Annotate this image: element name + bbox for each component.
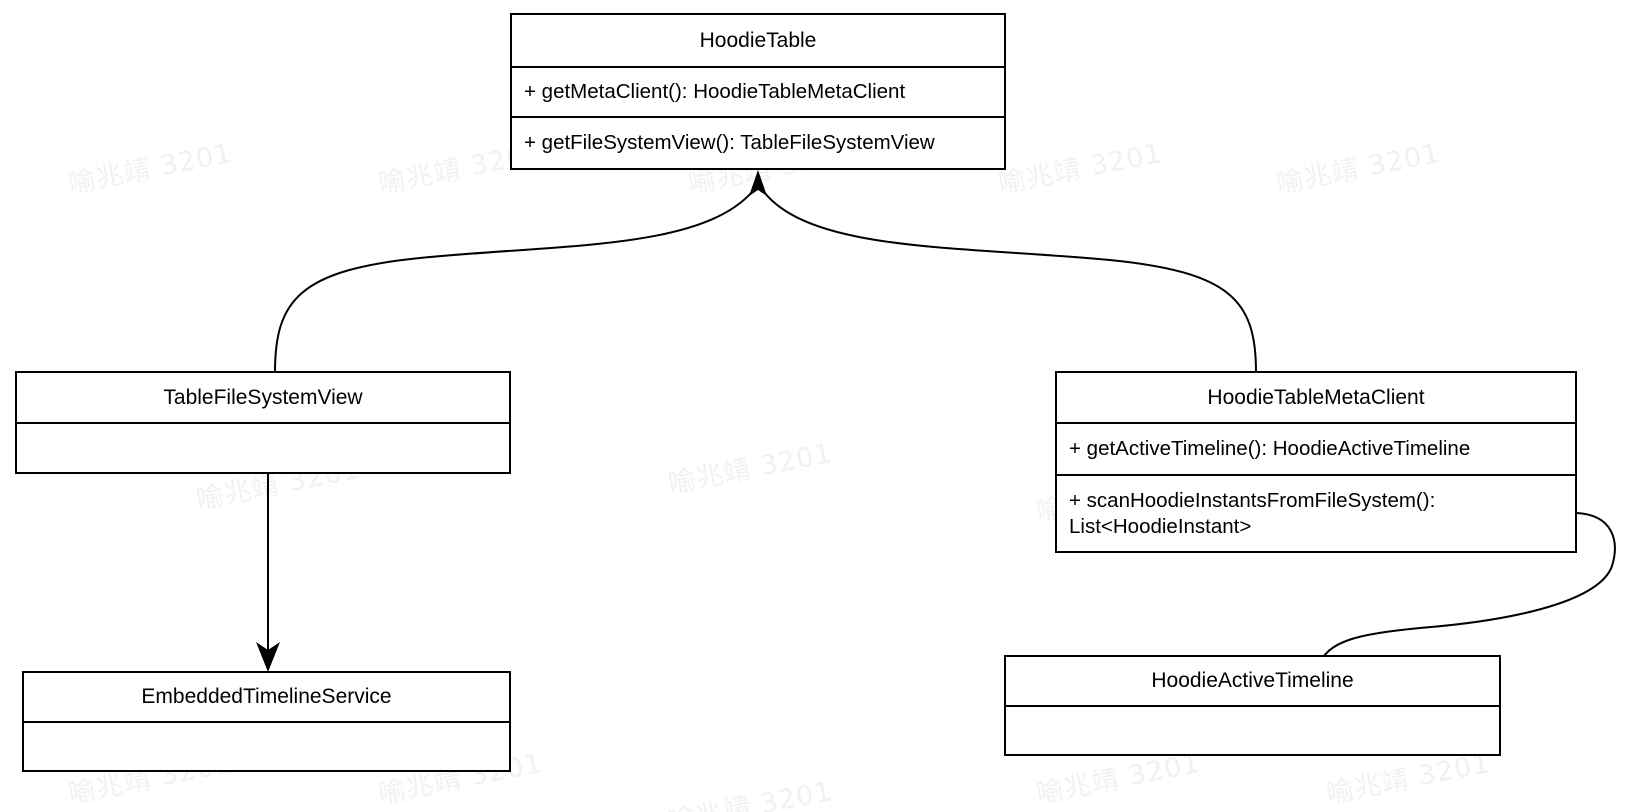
class-box-hoodie-active-timeline[interactable]: HoodieActiveTimeline <box>1004 655 1501 756</box>
class-title-hoodie-active-timeline: HoodieActiveTimeline <box>1006 657 1499 707</box>
class-member-getmetaclient: + getMetaClient(): HoodieTableMetaClient <box>512 68 1004 118</box>
class-title-embedded-timeline-service: EmbeddedTimelineService <box>24 673 509 723</box>
watermark-text: 喻兆靖 3201 <box>665 437 836 501</box>
watermark-text: 喻兆靖 3201 <box>665 775 836 812</box>
class-member-getactivetimeline: + getActiveTimeline(): HoodieActiveTimel… <box>1057 424 1575 476</box>
class-box-hoodie-table[interactable]: HoodieTable + getMetaClient(): HoodieTab… <box>510 13 1006 170</box>
class-box-hoodie-table-meta-client[interactable]: HoodieTableMetaClient + getActiveTimelin… <box>1055 371 1577 553</box>
class-box-embedded-timeline-service[interactable]: EmbeddedTimelineService <box>22 671 511 772</box>
arrowhead-embeddedtimelineservice <box>256 642 280 672</box>
class-members-embedded-timeline-service <box>24 723 509 770</box>
class-title-hoodie-table: HoodieTable <box>512 15 1004 68</box>
class-box-table-file-system-view[interactable]: TableFileSystemView <box>15 371 511 474</box>
arrowhead-hoodietable <box>749 170 767 196</box>
class-member-scanhoodieinstantsfromfilesystem: + scanHoodieInstantsFromFileSystem(): Li… <box>1069 488 1436 538</box>
class-members-hoodie-active-timeline <box>1006 707 1499 754</box>
edge-metaclient-to-hoodietable <box>763 191 1257 373</box>
class-member-getfilesystemview: + getFileSystemView(): TableFileSystemVi… <box>524 131 935 155</box>
class-title-table-file-system-view: TableFileSystemView <box>17 373 509 424</box>
class-title-hoodie-table-meta-client: HoodieTableMetaClient <box>1057 373 1575 424</box>
watermark-text: 喻兆靖 3201 <box>1273 137 1444 201</box>
class-members-table-file-system-view <box>17 424 509 472</box>
watermark-text: 喻兆靖 3201 <box>995 137 1166 201</box>
edge-tablefilesystemview-to-hoodietable <box>274 191 753 373</box>
watermark-text: 喻兆靖 3201 <box>65 137 236 201</box>
